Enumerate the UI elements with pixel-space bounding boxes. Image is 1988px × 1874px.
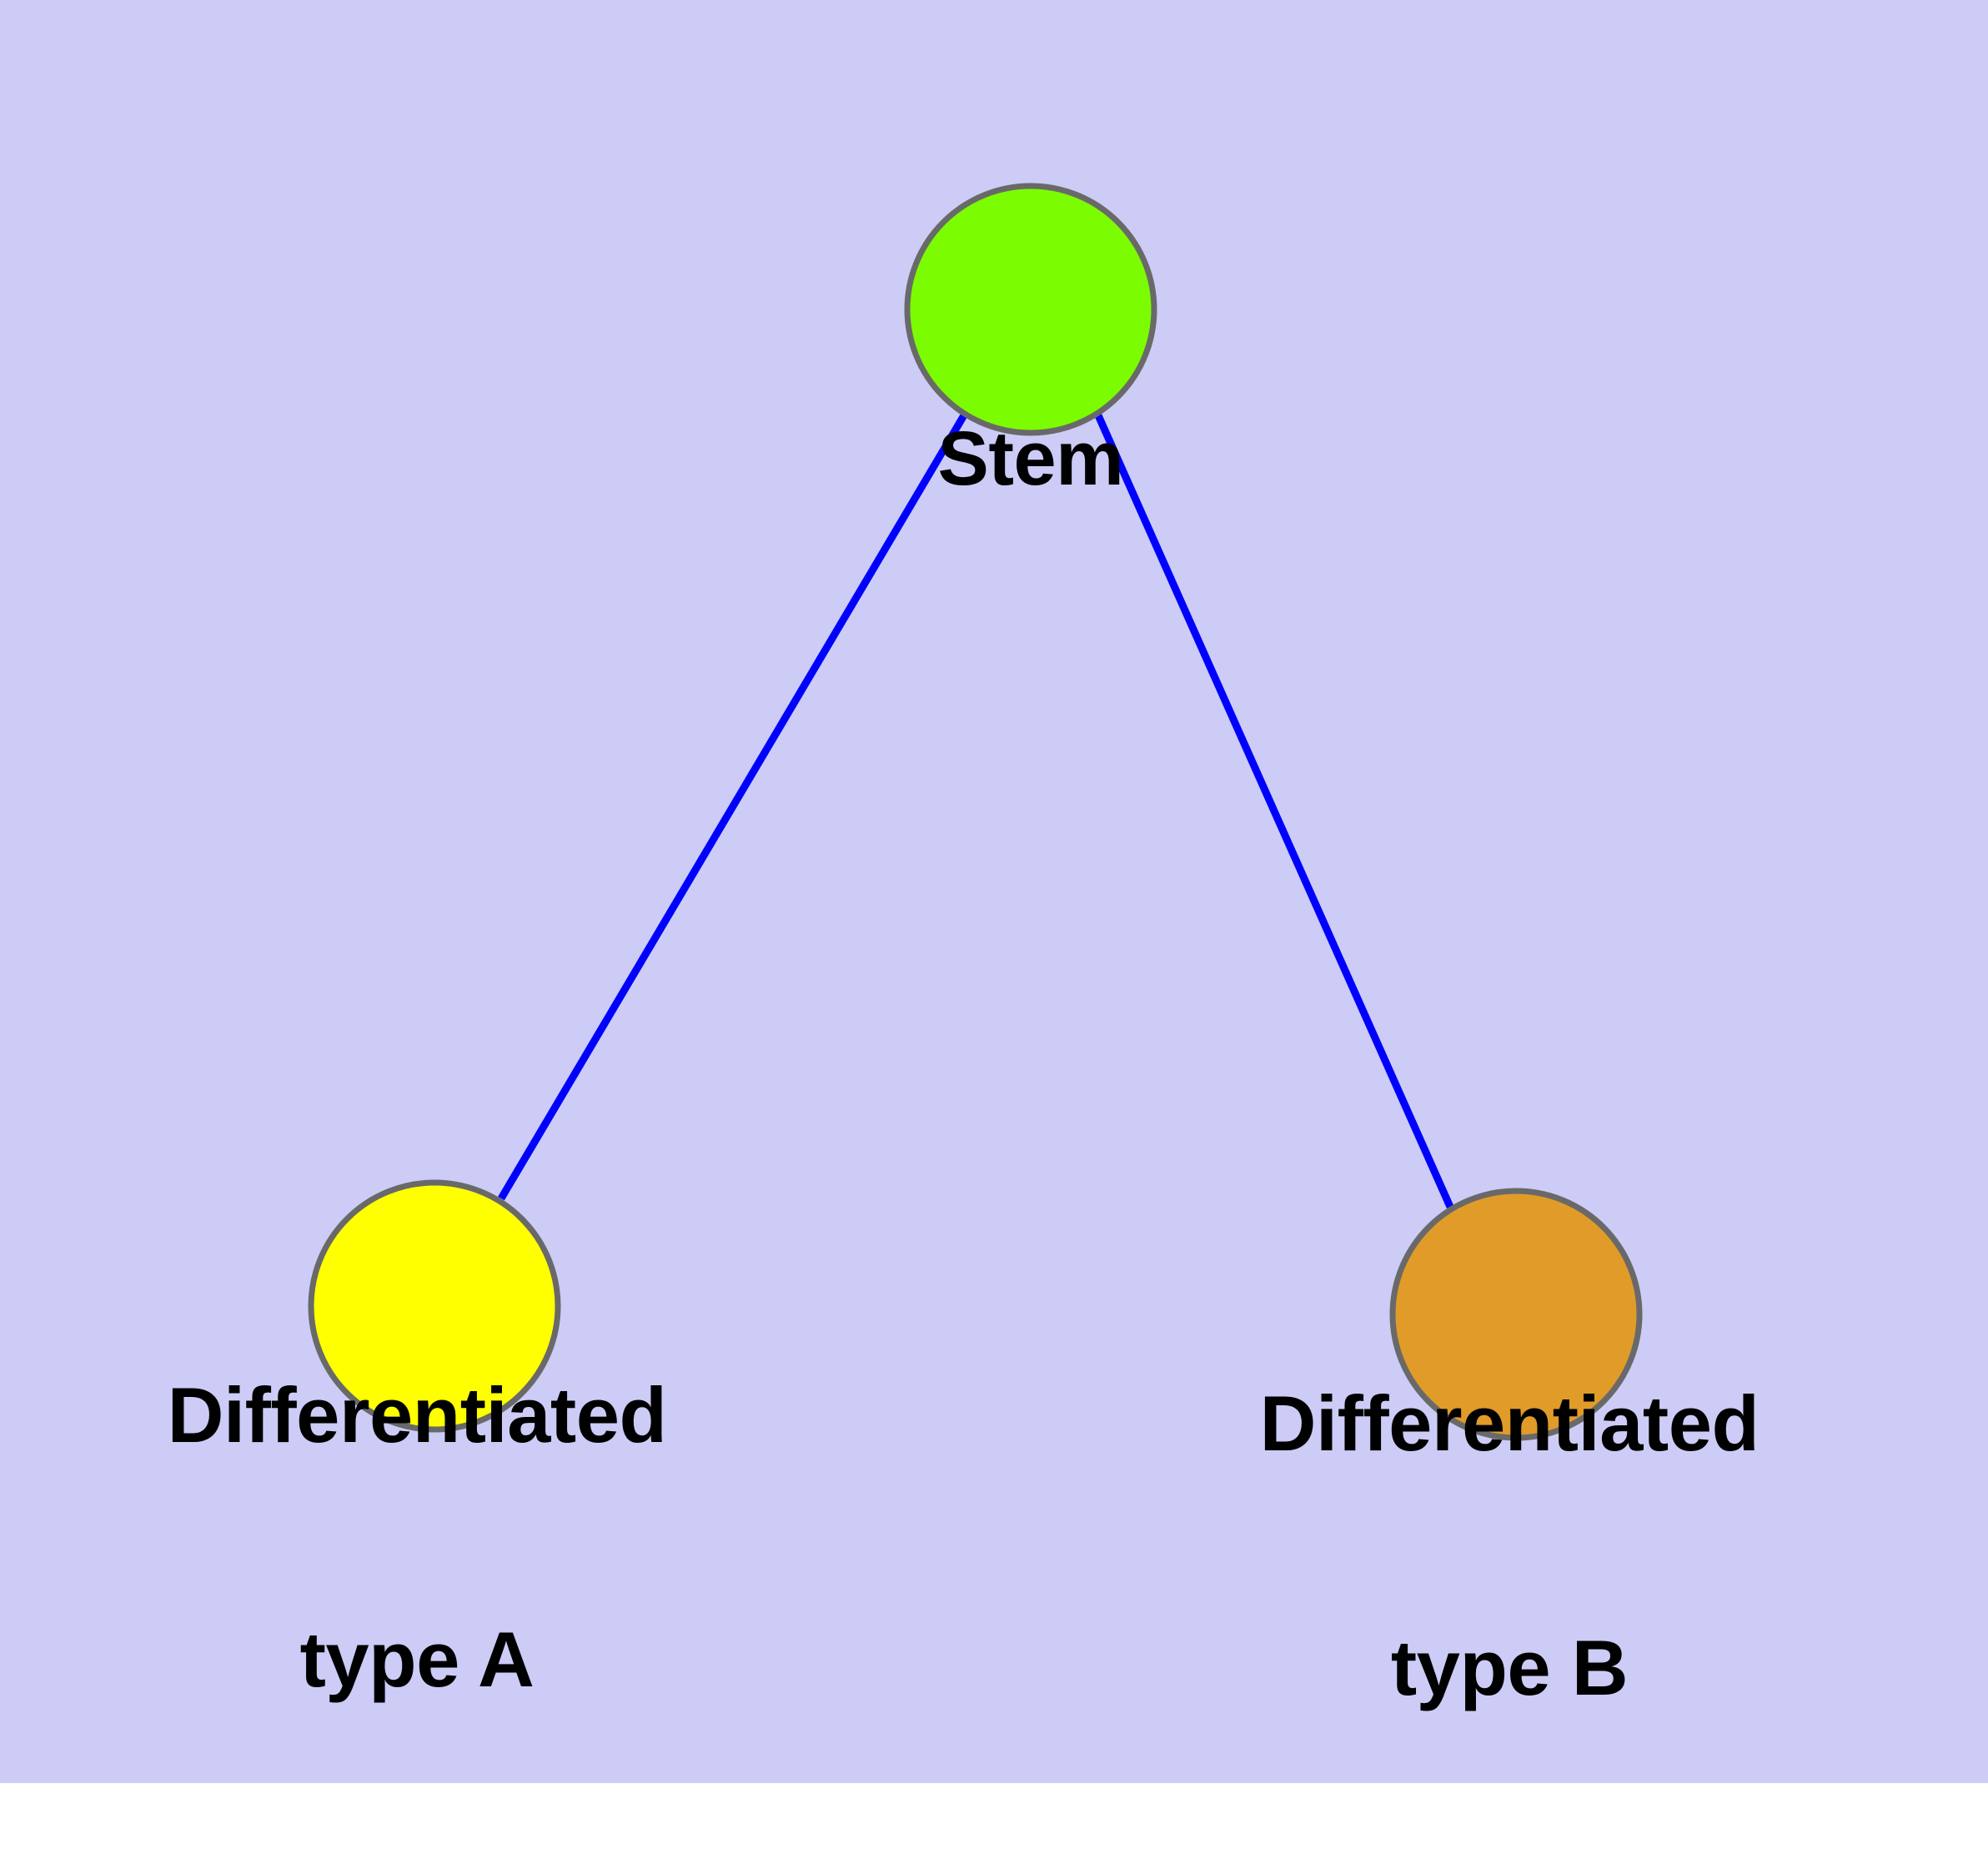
- node-circle-diff-b[interactable]: [1389, 1188, 1643, 1441]
- edge-stem-to-diff-a[interactable]: [498, 413, 967, 1201]
- node-layer: [308, 183, 1643, 1441]
- edge-layer: [498, 413, 1454, 1208]
- graph-svg: [308, 183, 1643, 1441]
- node-circle-diff-a[interactable]: [308, 1179, 561, 1433]
- node-circle-stem[interactable]: [904, 183, 1157, 436]
- diagram-canvas: Stem Differentiated type A Differentiate…: [0, 0, 1988, 1783]
- edge-stem-to-diff-b[interactable]: [1094, 414, 1454, 1208]
